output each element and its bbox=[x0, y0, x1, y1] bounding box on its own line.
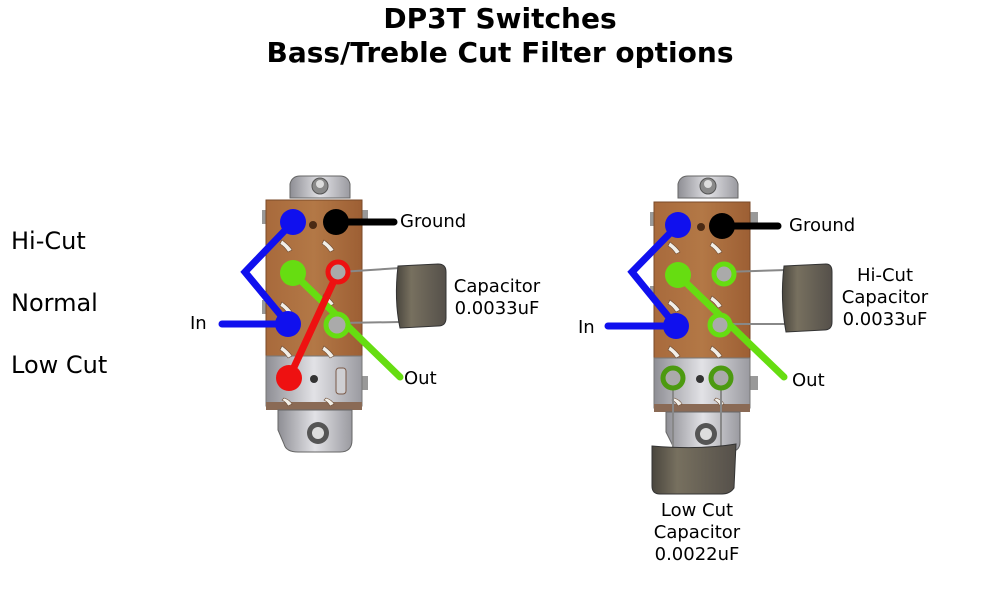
in-terminal-top bbox=[280, 209, 306, 235]
ground-terminal bbox=[709, 213, 735, 239]
hi-cut-capacitor-body bbox=[781, 263, 833, 333]
low-cut-capacitor-label: Low Cut Capacitor 0.0022uF bbox=[642, 500, 752, 566]
in-terminal-top bbox=[665, 212, 691, 238]
diagram-title-line1: DP3T Switches bbox=[383, 2, 617, 35]
low-cut-capacitor-line1: Low Cut bbox=[660, 500, 734, 521]
side-lug bbox=[750, 212, 758, 226]
left-switch bbox=[218, 175, 447, 453]
side-lug bbox=[750, 376, 758, 390]
pcb-hole bbox=[309, 221, 317, 229]
low-cut-capacitor-value: 0.0022uF bbox=[654, 544, 740, 565]
low-cut-capacitor-body bbox=[651, 443, 737, 495]
right-ground-label: Ground bbox=[789, 215, 856, 236]
in-terminal bbox=[275, 311, 301, 337]
right-out-label: Out bbox=[792, 370, 825, 391]
left-out-label: Out bbox=[404, 368, 437, 389]
pcb-hole bbox=[696, 375, 704, 383]
in-terminal bbox=[663, 313, 689, 339]
position-label-hi-cut: Hi-Cut bbox=[11, 227, 86, 255]
capacitor-body bbox=[395, 263, 447, 329]
left-ground-label: Ground bbox=[400, 211, 467, 232]
position-label-normal: Normal bbox=[11, 289, 98, 317]
left-capacitor-name: Capacitor bbox=[453, 276, 541, 297]
left-in-label: In bbox=[190, 313, 207, 334]
in-wire-bridge bbox=[627, 222, 681, 329]
hi-cut-capacitor-line2: Capacitor bbox=[841, 287, 929, 308]
ground-terminal bbox=[323, 209, 349, 235]
normal-terminal bbox=[665, 262, 691, 288]
out-terminal bbox=[707, 312, 733, 338]
lowcut-wire bbox=[285, 268, 342, 382]
normal-terminal bbox=[280, 260, 306, 286]
diagram-title-line2: Bass/Treble Cut Filter options bbox=[266, 36, 734, 69]
hi-cut-cap-terminal bbox=[711, 261, 737, 287]
side-lug bbox=[360, 210, 368, 224]
pcb-hole bbox=[697, 223, 705, 231]
hi-cut-capacitor-value: 0.0033uF bbox=[842, 309, 928, 330]
in-wire-bridge bbox=[240, 219, 296, 327]
hi-cut-capacitor-line1: Hi-Cut bbox=[856, 265, 914, 286]
right-switch bbox=[604, 175, 833, 495]
capacitor-terminal bbox=[325, 259, 351, 285]
position-label-low-cut: Low Cut bbox=[11, 351, 108, 379]
low-cut-capacitor-line2: Capacitor bbox=[653, 522, 741, 543]
left-capacitor-label: Capacitor 0.0033uF bbox=[442, 276, 552, 320]
left-capacitor-value: 0.0033uF bbox=[454, 298, 540, 319]
side-lug bbox=[360, 376, 368, 390]
pcb-hole bbox=[310, 375, 318, 383]
right-in-label: In bbox=[578, 317, 595, 338]
out-terminal bbox=[323, 311, 351, 339]
hi-cut-capacitor-label: Hi-Cut Capacitor 0.0033uF bbox=[830, 265, 940, 331]
low-cut-cap-terminal bbox=[660, 365, 686, 391]
lowcut-terminal bbox=[276, 365, 302, 391]
low-cut-cap-terminal bbox=[708, 365, 734, 391]
